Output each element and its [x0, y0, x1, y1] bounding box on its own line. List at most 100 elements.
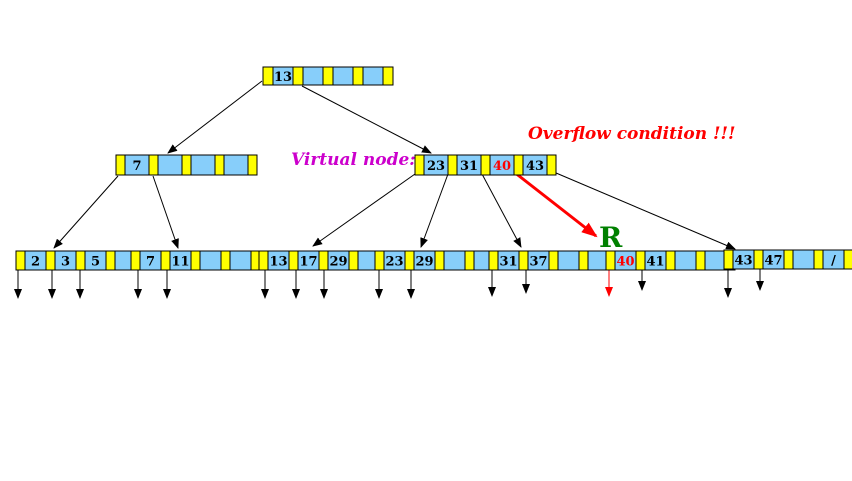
edge-left-to-leaf2: [152, 175, 179, 249]
key-value: 7: [146, 255, 155, 270]
pointer-cell: [813, 249, 824, 270]
key-value: 13: [274, 70, 292, 85]
pointer-cell: [546, 154, 557, 176]
pointer-cell: [578, 250, 589, 271]
key-value: 2: [31, 255, 40, 270]
pointer-cell: [480, 154, 491, 176]
node-leaf4: 23 29: [374, 250, 505, 271]
node-leaf5: 31 37: [488, 250, 619, 271]
edge-virtual-to-leaf7: [548, 169, 736, 250]
edge-virtual-to-leaf3: [312, 173, 416, 247]
key-value: 29: [415, 255, 433, 270]
key-value: 5: [91, 255, 100, 270]
pointer-cell: [464, 250, 475, 271]
key-cell: [223, 154, 249, 176]
key-value: 3: [61, 255, 70, 270]
pointer-cell: [318, 250, 329, 271]
key-value: 37: [529, 255, 547, 270]
key-value: 13: [269, 255, 287, 270]
null-pointer-mark: /: [831, 254, 836, 269]
key-cell: [199, 250, 222, 271]
pointer-cell: [434, 250, 445, 271]
node-left: 7: [115, 154, 258, 176]
key-cell: [704, 250, 727, 271]
pointer-cell: [214, 154, 225, 176]
key-value: 11: [171, 255, 189, 270]
pointer-cell: [488, 250, 499, 271]
key-value: 43: [526, 159, 544, 174]
pointer-cell: [160, 250, 171, 271]
pointer-cell: [220, 250, 231, 271]
pointer-cell: [15, 250, 26, 271]
pointer-cell: [665, 250, 676, 271]
key-cell: [443, 250, 466, 271]
pointer-cell: [414, 154, 425, 176]
key-value: 23: [427, 159, 445, 174]
key-value: 7: [132, 159, 141, 174]
pointer-cell: [348, 250, 359, 271]
key-cell: [332, 66, 354, 86]
pointer-cell: [635, 250, 646, 271]
pointer-cell: [404, 250, 415, 271]
new-node-label: R: [599, 221, 623, 254]
pointer-cell: [115, 154, 126, 176]
key-value: 31: [460, 159, 478, 174]
key-value: 40: [493, 159, 511, 174]
key-cell: [229, 250, 252, 271]
key-value: 29: [329, 255, 347, 270]
edge-root-to-left: [167, 80, 263, 154]
key-cell: [362, 66, 384, 86]
pointer-cell: [75, 250, 86, 271]
pointer-cell: [518, 250, 529, 271]
edge-virtual-to-leaf5: [481, 173, 522, 248]
pointer-cell: [247, 154, 258, 176]
key-cell: [792, 249, 815, 270]
key-value: 23: [385, 255, 403, 270]
pointer-cell: [288, 250, 299, 271]
node-leaf2: 7 11: [130, 250, 261, 271]
key-cell: [557, 250, 580, 271]
edge-left-to-leaf1: [53, 175, 119, 249]
key-cell: [157, 154, 183, 176]
pointer-cell: [783, 249, 794, 270]
pointer-cell: [190, 250, 201, 271]
pointer-cell: [695, 250, 706, 271]
node-virtual: 23 31 40 43: [414, 154, 557, 176]
key-cell: [190, 154, 216, 176]
node-root: 13: [262, 66, 394, 86]
key-value: 41: [646, 255, 664, 270]
pointer-cell: [352, 66, 364, 86]
node-leaf3: 13 17 29: [258, 250, 389, 271]
key-value: 43: [734, 254, 752, 269]
pointer-cell: [148, 154, 159, 176]
pointer-cell: [45, 250, 56, 271]
key-value: 17: [299, 255, 317, 270]
edge-virtual-to-leaf4: [420, 173, 449, 248]
edge-virtual-to-R: [513, 170, 598, 238]
pointer-cell: [105, 250, 116, 271]
key-cell: [674, 250, 697, 271]
node-leafR: 40 41: [605, 250, 736, 271]
pointer-cell: [723, 249, 734, 270]
pointer-cell: [382, 66, 394, 86]
pointer-cell: [513, 154, 524, 176]
leaf-record-pointers: [14, 268, 764, 299]
virtual-node-label: Virtual node:: [291, 150, 416, 170]
key-value: 31: [499, 255, 517, 270]
pointer-cell: [447, 154, 458, 176]
pointer-cell: [292, 66, 304, 86]
key-value: 40: [616, 255, 634, 270]
pointer-cell: [753, 249, 764, 270]
pointer-cell: [258, 250, 269, 271]
node-leaf1: 2 3 5: [15, 250, 146, 271]
pointer-cell: [374, 250, 385, 271]
pointer-cell: [262, 66, 274, 86]
edge-root-to-virtual: [301, 85, 432, 154]
pointer-cell: [181, 154, 192, 176]
key-cell: [302, 66, 324, 86]
pointer-cell: [130, 250, 141, 271]
pointer-cell: [322, 66, 334, 86]
